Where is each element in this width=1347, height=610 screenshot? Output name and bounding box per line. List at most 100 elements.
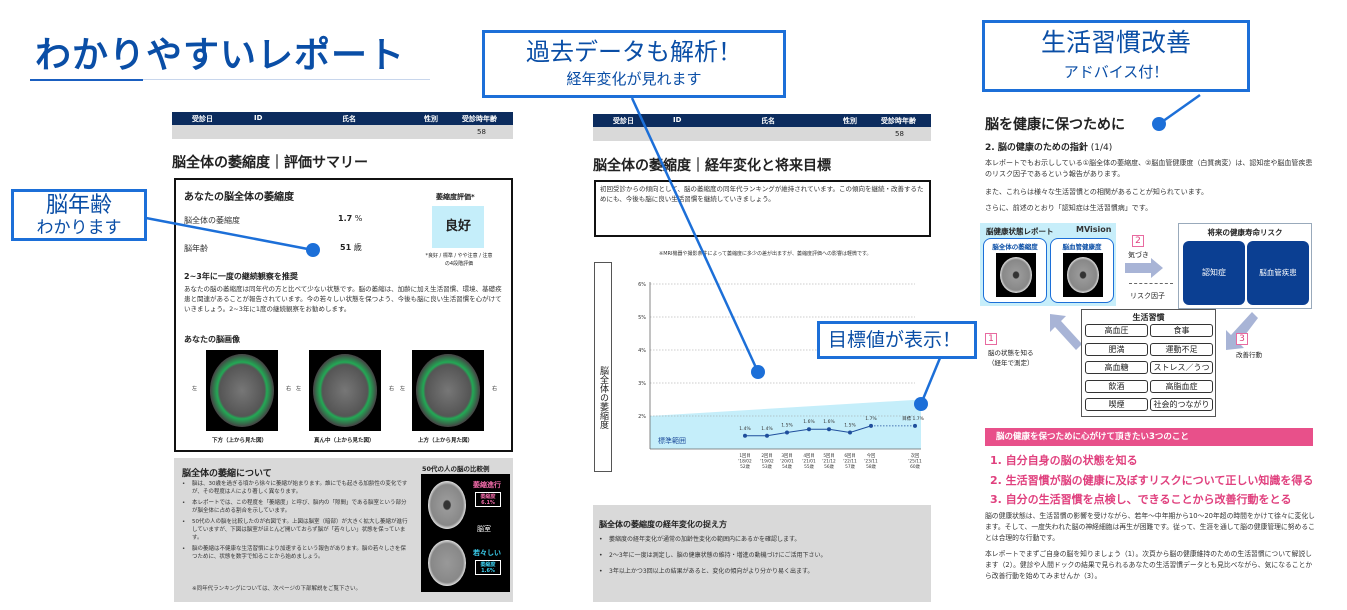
x-tick-label: 5回目 bbox=[823, 453, 834, 459]
standard-range-label: 標準範囲 bbox=[658, 436, 686, 445]
about-item: 本レポートでは、この程度を「萎縮度」と呼び、脳内の「隙間」である脳室という部分が… bbox=[180, 499, 410, 515]
callout-text: 生活習慣改善 bbox=[1040, 28, 1191, 57]
callout-text: 目標値が表示！ bbox=[828, 329, 962, 351]
col-date: 受診日 bbox=[613, 117, 634, 125]
three-thing-item: 1. 自分自身の脳の状態を知る bbox=[990, 454, 1138, 467]
report-item-label: 脳全体の萎縮度 bbox=[992, 243, 1038, 251]
col-age: 受診時年齢 bbox=[881, 117, 916, 125]
about-list: 脳は、30歳を過ぎる頃から徐々に萎縮が始まります。誰にでも起きる加齢性の変化です… bbox=[180, 480, 410, 564]
y-tick-label: 2% bbox=[638, 414, 646, 420]
atrophy-value: 1.7 bbox=[338, 214, 353, 223]
habits-panel: 生活習慣 高血圧食事肥満運動不足高血糖ストレス／うつ飲酒高脂血症喫煙社会的つなが… bbox=[1081, 309, 1216, 417]
mvision-logo: MVision bbox=[1076, 225, 1112, 234]
x-tick-label: '25/11 bbox=[908, 459, 922, 465]
step1-text: 脳の状態を知る bbox=[988, 349, 1034, 357]
data-point bbox=[913, 423, 917, 428]
three-thing-item: 3. 自分の生活習慣を点検し、できることから改善行動をとる bbox=[990, 493, 1292, 506]
three-thing-item: 2. 生活習慣が脳の健康に及ぼすリスクについて正しい知識を得る bbox=[990, 474, 1314, 487]
how-title: 脳全体の萎縮度の経年変化の捉え方 bbox=[599, 520, 727, 529]
step1-label: 脳の状態を知る （経年で測定） bbox=[988, 348, 1034, 368]
how-list: 萎縮度の経年変化が通常の加齢性変化の範囲内にあるかを確認します。 2～3年に一度… bbox=[597, 535, 917, 579]
data-label: 1.5% bbox=[844, 423, 856, 429]
arrow-down-left-icon bbox=[1226, 312, 1258, 350]
paragraph: 脳の健康状態は、生活習慣の影響を受けながら、若年～中年期から10～20年超の時間… bbox=[985, 512, 1315, 542]
data-label: 1.4% bbox=[739, 426, 751, 432]
col-sex: 性別 bbox=[424, 115, 438, 123]
x-tick-label: 今回 bbox=[867, 452, 876, 459]
chart-y-label: 脳全体の萎縮度 bbox=[594, 262, 612, 472]
brain-image-atrophy bbox=[424, 477, 470, 533]
report-item: 脳全体の萎縮度 bbox=[983, 238, 1047, 303]
report-panel: 脳健康状態レポート MVision 脳全体の萎縮度 脳血管健康度 bbox=[980, 223, 1116, 306]
about-note: ※同年代ランキングについては、次ページの下部解説をご覧下さい。 bbox=[192, 586, 362, 592]
risk-panel: 将来の健康寿命リスク 認知症 脳血管疾患 bbox=[1178, 223, 1312, 309]
habit-item: 食事 bbox=[1150, 324, 1213, 337]
data-label: 1.7% bbox=[865, 416, 877, 422]
about-section: 脳全体の萎縮について 脳は、30歳を過ぎる頃から徐々に萎縮が始まります。誰にでも… bbox=[174, 458, 513, 602]
callout-past-data: 過去データも解析！ 経年変化が見れます bbox=[482, 30, 786, 98]
step1-subtext: （経年で測定） bbox=[988, 359, 1034, 367]
callout-target: 目標値が表示！ bbox=[817, 321, 977, 359]
data-label: 目標 1.7% bbox=[902, 415, 925, 422]
x-tick-label: '19/02 bbox=[760, 459, 774, 465]
paragraph: さらに、前述のとおり「認知症は生活習慣病」です。 bbox=[985, 204, 1153, 212]
step-number: 1 bbox=[985, 333, 997, 345]
brain-image bbox=[1063, 253, 1103, 297]
about-title: 脳全体の萎縮について bbox=[182, 469, 272, 479]
step2-label: 気づき bbox=[1128, 251, 1149, 259]
data-label: 1.6% bbox=[803, 419, 815, 425]
three-things-header: 脳の健康を保つために心がけて頂きたい3つのこと bbox=[985, 428, 1313, 446]
images-title: あなたの脳画像 bbox=[184, 335, 240, 344]
rating-badge: 良好 bbox=[432, 206, 484, 248]
x-tick-label: 次回 bbox=[911, 452, 920, 459]
x-tick-label: 6回目 bbox=[844, 453, 855, 459]
callout-brain-age: 脳年齢 わかります bbox=[11, 189, 147, 241]
data-point bbox=[869, 423, 873, 428]
report-page-summary: 受診日 ID 氏名 性別 受診時年齢 58 脳全体の萎縮度｜評価サマリー あなた… bbox=[172, 112, 513, 602]
image-caption: 上方（上から見た図） bbox=[418, 438, 474, 444]
right-label: 右 bbox=[492, 386, 498, 392]
habit-item: 社会的つながり bbox=[1150, 398, 1213, 411]
data-label: 1.5% bbox=[781, 423, 793, 429]
how-section: 脳全体の萎縮度の経年変化の捉え方 萎縮度の経年変化が通常の加齢性変化の範囲内にあ… bbox=[593, 505, 931, 602]
compare-title: 50代の人の脳の比較例 bbox=[422, 465, 490, 473]
left-label: 左 bbox=[192, 386, 198, 392]
right-label: 右 bbox=[389, 386, 395, 392]
col-name: 氏名 bbox=[342, 115, 356, 123]
brain-image-lower bbox=[206, 350, 278, 431]
col-date: 受診日 bbox=[192, 115, 213, 123]
brain-age-value: 51 bbox=[340, 243, 352, 252]
x-tick-label: 57歳 bbox=[845, 463, 855, 470]
col-name: 氏名 bbox=[761, 117, 775, 125]
subtitle-page: (1/4) bbox=[1090, 143, 1113, 153]
risk-cerebrovascular: 脳血管疾患 bbox=[1247, 241, 1309, 305]
data-point bbox=[807, 427, 811, 432]
x-tick-label: '18/02 bbox=[738, 459, 752, 465]
brain-image-young bbox=[424, 536, 470, 590]
y-tick-label: 6% bbox=[638, 282, 646, 288]
young-label: 若々しい bbox=[473, 549, 501, 557]
title-underline-light bbox=[143, 79, 430, 80]
rating-note: *良好 / 標準 / やや注意 / 注意 bbox=[425, 253, 493, 259]
patient-row: 58 bbox=[172, 125, 513, 139]
data-point bbox=[827, 427, 831, 432]
col-id: ID bbox=[254, 114, 263, 122]
x-tick-label: 55歳 bbox=[804, 463, 814, 470]
callout-lifestyle: 生活習慣改善 アドバイス付！ bbox=[982, 20, 1250, 92]
age-value: 58 bbox=[477, 128, 486, 136]
marker-dot bbox=[306, 243, 320, 257]
callout-subtext: 経年変化が見れます bbox=[566, 70, 702, 88]
risk-factor-label: リスク因子 bbox=[1130, 292, 1165, 300]
y-tick-label: 5% bbox=[638, 315, 646, 321]
data-point bbox=[848, 430, 852, 435]
rating-title: 萎縮度評価* bbox=[436, 193, 475, 201]
report-item-label: 脳血管健康度 bbox=[1062, 243, 1102, 251]
mri-note: ※MRI機器や撮影条件によって萎縮度に多少の差が出ますが、萎縮度評価への影響は軽… bbox=[659, 251, 872, 257]
box-title: あなたの脳全体の萎縮度 bbox=[184, 192, 294, 203]
left-label: 左 bbox=[400, 386, 406, 392]
brain-image-upper bbox=[412, 350, 484, 431]
page-title: 脳を健康に保つために bbox=[985, 117, 1125, 133]
report-panel-title: 脳健康状態レポート bbox=[986, 227, 1054, 236]
about-item: 脳は、30歳を過ぎる頃から徐々に萎縮が始まります。誰にでも起きる加齢性の変化です… bbox=[180, 480, 410, 496]
hero-title: わかりやすいレポート bbox=[35, 35, 406, 76]
